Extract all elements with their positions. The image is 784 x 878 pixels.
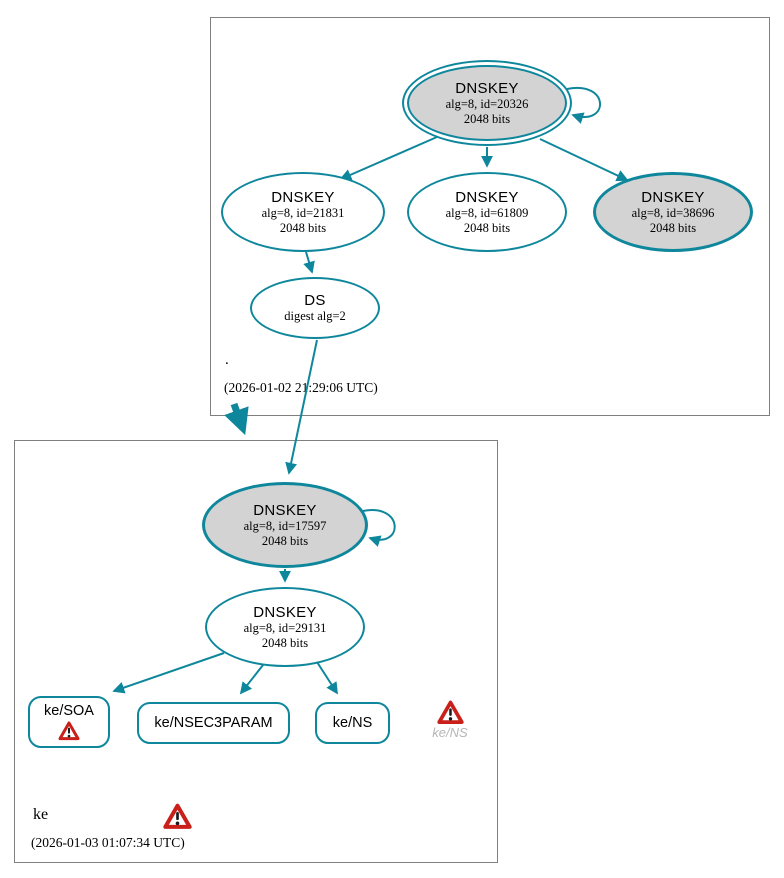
node-detail: 2048 bits: [463, 111, 511, 126]
node-detail: 2048 bits: [463, 220, 511, 235]
ksk-double-ring: [407, 65, 567, 141]
node-dnskey-21831[interactable]: DNSKEY alg=8, id=21831 2048 bits: [221, 172, 385, 252]
node-rrset-ke-nsec3param[interactable]: ke/NSEC3PARAM: [137, 702, 290, 744]
node-title: DNSKEY: [253, 604, 317, 621]
cluster-ke-timestamp: (2026-01-03 01:07:34 UTC): [31, 835, 185, 850]
rrset-label: ke/NSEC3PARAM: [154, 715, 273, 731]
node-title: DNSKEY: [455, 80, 519, 97]
node-title: DNSKEY: [253, 502, 317, 519]
node-dnskey-17597[interactable]: DNSKEY alg=8, id=17597 2048 bits: [202, 482, 368, 568]
node-dnskey-29131[interactable]: DNSKEY alg=8, id=29131 2048 bits: [205, 587, 365, 667]
node-detail: alg=8, id=61809: [445, 206, 529, 221]
warning-icon: [163, 803, 192, 830]
node-rrset-ke-ns[interactable]: ke/NS: [315, 702, 390, 744]
node-detail: alg=8, id=21831: [261, 206, 345, 221]
node-title: DS: [304, 292, 326, 310]
node-detail: alg=8, id=20326: [445, 97, 529, 112]
node-rrset-ke-soa[interactable]: ke/SOA: [28, 696, 110, 748]
node-detail: alg=8, id=38696: [631, 206, 715, 221]
node-title: DNSKEY: [641, 189, 705, 206]
warning-icon: [58, 721, 80, 741]
node-detail: alg=8, id=17597: [243, 519, 327, 534]
rrset-label: ke/SOA: [44, 703, 94, 719]
cluster-root-timestamp: (2026-01-02 21:29:06 UTC): [224, 380, 378, 395]
node-detail: 2048 bits: [649, 220, 697, 235]
node-detail: 2048 bits: [261, 533, 309, 548]
cluster-root-label: .: [225, 352, 229, 368]
node-detail: digest alg=2: [284, 309, 346, 324]
warning-icon: [436, 700, 464, 725]
rrset-label: ke/NS: [332, 715, 373, 731]
node-ds-root[interactable]: DS digest alg=2: [250, 277, 380, 339]
node-dnskey-38696[interactable]: DNSKEY alg=8, id=38696 2048 bits: [593, 172, 753, 252]
node-detail: alg=8, id=29131: [243, 621, 327, 636]
warning-ke-ns-label: ke/NS: [432, 725, 468, 740]
node-dnskey-61809[interactable]: DNSKEY alg=8, id=61809 2048 bits: [407, 172, 567, 252]
node-title: DNSKEY: [455, 189, 519, 206]
cluster-ke-label: ke: [33, 806, 49, 823]
node-dnskey-20326[interactable]: DNSKEY alg=8, id=20326 2048 bits: [402, 60, 572, 146]
node-title: DNSKEY: [271, 189, 335, 206]
node-detail: 2048 bits: [279, 220, 327, 235]
warning-ke-ns[interactable]: ke/NS: [422, 700, 478, 739]
node-detail: 2048 bits: [261, 635, 309, 650]
